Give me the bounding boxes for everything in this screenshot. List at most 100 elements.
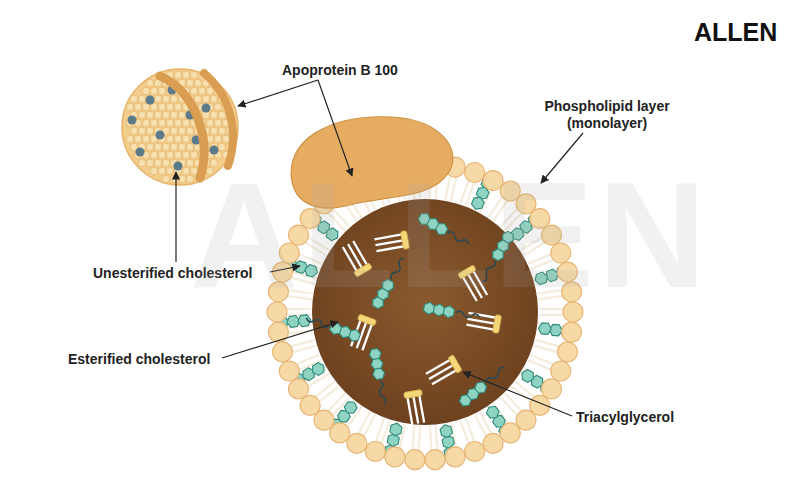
phospholipid-tail: [286, 308, 311, 310]
phospholipid-tail: [460, 420, 468, 444]
triacylglycerol: [458, 265, 490, 303]
fatty-acid-chain: [353, 241, 367, 265]
phospholipid-head: [150, 103, 158, 111]
phospholipid-head: [150, 87, 158, 95]
phospholipid-head: [162, 111, 170, 119]
fatty-acid-chain: [348, 244, 362, 268]
phospholipid-head: [142, 103, 150, 111]
part-label: Esterified cholesterol: [68, 351, 210, 368]
fatty-acid-chain: [463, 277, 477, 301]
phospholipid-head: [178, 111, 186, 119]
phospholipid-tail: [358, 412, 370, 434]
fatty-acid-chain: [468, 274, 482, 298]
esterified-cholesterol: [477, 230, 515, 285]
phospholipid-tail: [296, 355, 319, 365]
phospholipid-tail: [413, 426, 415, 451]
phospholipid-tail: [512, 386, 531, 402]
phospholipid-tail: [288, 290, 313, 293]
phospholipid-head: [218, 143, 226, 151]
apoprotein-b100: [291, 117, 453, 208]
phospholipid-head: [214, 103, 222, 111]
watermark: ALLEN: [190, 160, 710, 310]
phospholipid-head: [218, 111, 226, 119]
leader-line: [463, 372, 572, 416]
phospholipid-head: [146, 159, 154, 167]
phospholipid-head: [273, 342, 293, 362]
triacylglycerol: [404, 389, 427, 425]
cholesterol-ring: [387, 434, 399, 447]
phospholipid-head: [126, 135, 134, 143]
part-label: Apoprotein B 100: [282, 62, 398, 79]
ldl-particle: [267, 117, 583, 470]
phospholipid-head: [562, 282, 582, 302]
fatty-acid-chain: [362, 324, 372, 350]
phospholipid-head: [385, 447, 405, 467]
esterified-cholesterol: [304, 312, 361, 342]
phospholipid-head: [138, 127, 146, 135]
phospholipid-tail: [488, 197, 502, 217]
cholesterol-ring: [535, 272, 547, 285]
phospholipid-head: [162, 143, 170, 151]
phospholipid-tail: [419, 426, 421, 451]
phospholipid-head: [174, 119, 182, 127]
phospholipid-head: [174, 71, 182, 79]
phospholipid-head: [465, 442, 485, 462]
phospholipid-head: [182, 167, 190, 175]
phospholipid-head: [174, 151, 182, 159]
phospholipid-head: [134, 135, 142, 143]
phospholipid-tail: [501, 397, 518, 415]
phospholipid-head: [186, 127, 194, 135]
phospholipid-head: [182, 71, 190, 79]
phospholipid-tail: [305, 242, 326, 255]
phospholipid-head: [174, 103, 182, 111]
ester-tail: [389, 257, 405, 280]
glycerol-head: [400, 231, 409, 250]
cholesterol-ring: [539, 323, 552, 335]
leader-line: [238, 80, 318, 106]
triacylglycerol: [340, 240, 372, 278]
phospholipid-head: [542, 225, 562, 245]
triacylglycerol: [374, 231, 410, 254]
cholesterol-ring: [370, 358, 384, 370]
phospholipid-tail: [319, 386, 338, 402]
fatty-acid-chain: [407, 397, 412, 425]
leader-line: [270, 266, 300, 272]
phospholipid-head: [154, 111, 162, 119]
phospholipid-head: [190, 71, 198, 79]
phospholipid-head: [445, 447, 465, 467]
phospholipid-head: [158, 151, 166, 159]
cholesterol-ring: [326, 228, 338, 241]
phospholipid-tail: [376, 418, 384, 442]
particle-outline: [122, 69, 238, 185]
phospholipid-head: [190, 151, 198, 159]
phospholipid-tail: [531, 259, 554, 269]
fatty-acid-chain: [467, 319, 495, 324]
triacylglycerol: [466, 310, 502, 333]
phospholipid-head: [551, 361, 571, 381]
cholesterol-ring: [368, 348, 382, 360]
phospholipid-head: [142, 135, 150, 143]
phospholipid-head: [130, 95, 138, 103]
esterified-cholesterol: [457, 363, 508, 408]
phospholipid-head: [166, 103, 174, 111]
phospholipid-head: [154, 95, 162, 103]
phospholipid-head: [178, 175, 186, 183]
phospholipid-tail: [364, 415, 376, 437]
phospholipid-head: [273, 262, 293, 282]
phospholipid-head: [268, 282, 288, 302]
phospholipid-head: [268, 322, 288, 342]
triacylglycerol: [348, 314, 376, 351]
phospholipid-head: [146, 143, 154, 151]
phospholipid-head: [562, 322, 582, 342]
cholesterol-ring: [546, 269, 558, 282]
phospholipid-head: [206, 119, 214, 127]
phospholipid-tail: [505, 213, 522, 231]
fatty-acid-chain: [413, 396, 418, 424]
cholesterol-dot: [146, 96, 155, 105]
phospholipid-head: [138, 159, 146, 167]
phospholipid-tail: [328, 393, 345, 411]
phospholipid-head: [186, 159, 194, 167]
cholesterol-dot: [174, 162, 183, 171]
cholesterol-ring: [473, 380, 489, 396]
